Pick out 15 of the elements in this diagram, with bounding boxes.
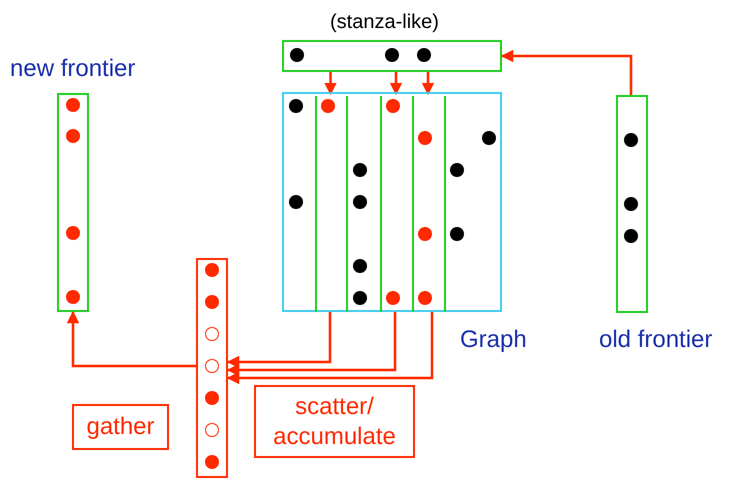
column-heading: new frontier [10, 55, 136, 83]
scatter-box: scatter/ accumulate [254, 385, 415, 458]
arrow [390, 72, 402, 96]
arrow [226, 310, 396, 376]
row-heading: (stanza-like) [330, 10, 439, 35]
gather-box: gather [72, 404, 169, 450]
graph-label: Graph [460, 326, 527, 354]
arrow [66, 310, 196, 368]
arrow [324, 72, 337, 96]
arrow [226, 310, 434, 384]
column-heading: old frontier [599, 326, 712, 354]
arrow [500, 50, 632, 95]
arrow [226, 310, 332, 368]
accumulator-column [196, 258, 228, 478]
arrow [422, 72, 434, 96]
